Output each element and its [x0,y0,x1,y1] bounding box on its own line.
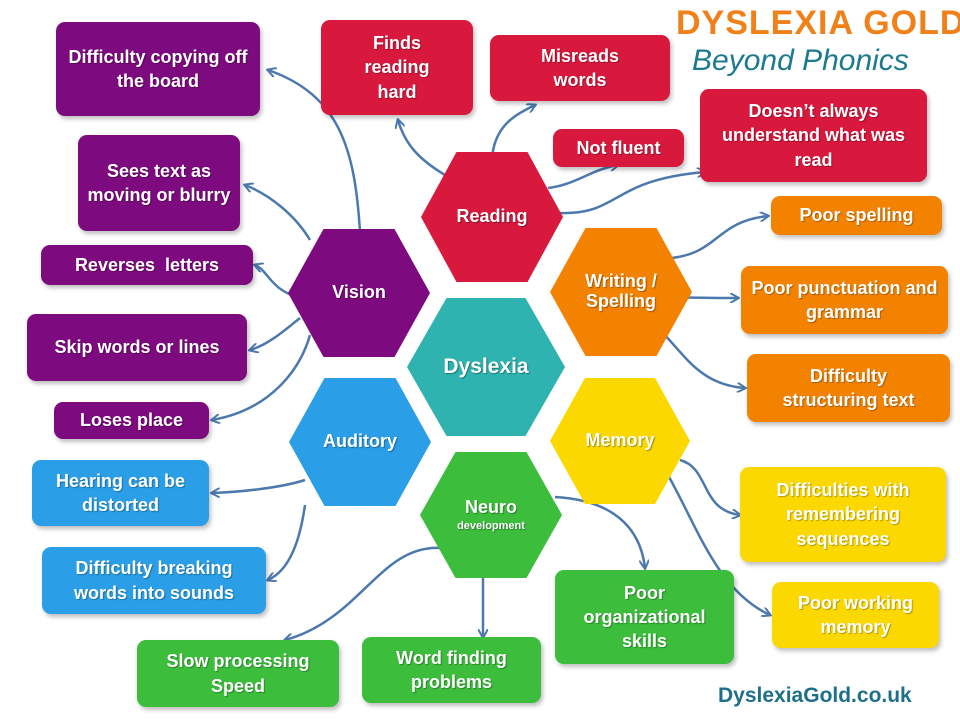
hex-writing-label: Writing / Spelling [585,271,657,311]
box-reverses-letters: Reverses letters [41,245,253,285]
box-slow-processing: Slow processing Speed [137,640,339,707]
box-organizational-skills: Poor organizational skills [555,570,734,664]
box-structuring-text: Difficulty structuring text [747,354,950,422]
hex-writing-spelling: Writing / Spelling [550,228,692,356]
box-breaking-words: Difficulty breaking words into sounds [42,547,266,614]
box-doesnt-understand: Doesn’t always understand what was read [700,89,927,182]
box-misreads-words: Misreads words [490,35,670,101]
brand-title: DYSLEXIA GOLD [676,4,960,42]
website-url: DyslexiaGold.co.uk [718,684,912,707]
box-poor-spelling: Poor spelling [771,196,942,235]
hex-auditory-label: Auditory [323,431,397,452]
hex-reading-label: Reading [456,206,528,227]
hex-vision-label: Vision [332,282,386,303]
brand-subtitle: Beyond Phonics [692,44,909,77]
box-punctuation-grammar: Poor punctuation and grammar [741,266,948,334]
hex-neuro-sublabel: development [457,519,525,532]
box-hearing-distorted: Hearing can be distorted [32,460,209,526]
box-not-fluent: Not fluent [553,129,684,167]
box-finds-reading-hard: Finds reading hard [321,20,473,115]
box-loses-place: Loses place [54,402,209,439]
box-remembering-sequences: Difficulties with remembering sequences [740,467,946,562]
box-working-memory: Poor working memory [772,582,939,648]
box-word-finding: Word finding problems [362,637,541,703]
hex-neuro-label: Neuro [464,497,517,518]
box-difficulty-copying: Difficulty copying off the board [56,22,260,116]
box-skip-words: Skip words or lines [27,314,247,381]
hex-dyslexia-label: Dyslexia [443,355,529,379]
hex-memory-label: Memory [585,430,655,451]
box-moving-blurry: Sees text as moving or blurry [78,135,240,231]
